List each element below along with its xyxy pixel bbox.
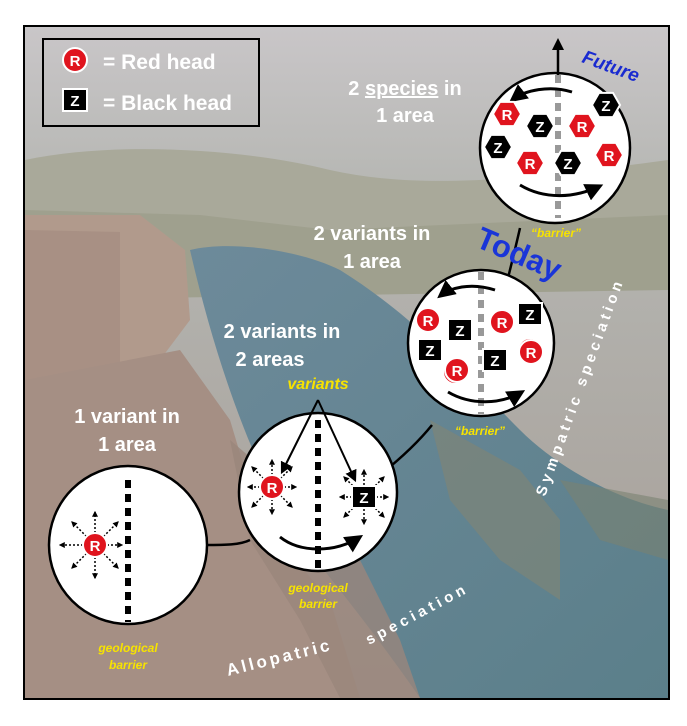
black-head-species-token: Z — [482, 133, 514, 161]
outer-frame — [23, 25, 670, 700]
variants-two-areas-label: 2 variants in 2 areas — [224, 321, 341, 371]
red-head-species-token: R — [593, 141, 625, 169]
black-head-token: Z — [417, 338, 443, 362]
barrier-label-today: “barrier” — [455, 424, 505, 438]
circle-two-areas: R Z — [237, 411, 399, 573]
legend-black-label: = Black head — [103, 92, 232, 115]
geological-barrier-label-1: geological barrier — [97, 641, 158, 672]
svg-text:barrier: barrier — [109, 658, 148, 672]
svg-text:R: R — [267, 480, 278, 497]
red-head-token: R — [518, 339, 544, 365]
variants-one-area-label: 2 variants in 1 area — [314, 223, 431, 273]
svg-text:1 area: 1 area — [376, 105, 435, 127]
black-head-token: Z — [517, 302, 543, 326]
svg-text:R: R — [604, 148, 615, 165]
svg-text:R: R — [577, 119, 588, 136]
svg-text:Z: Z — [601, 98, 610, 115]
geological-barrier-label-2: geological barrier — [287, 581, 348, 611]
svg-text:Z: Z — [563, 156, 572, 173]
svg-text:R: R — [70, 53, 81, 70]
svg-text:Z: Z — [490, 353, 499, 370]
red-head-token: R — [444, 357, 470, 383]
svg-text:Z: Z — [535, 119, 544, 136]
svg-text:R: R — [502, 107, 513, 124]
variants-label: variants — [287, 376, 348, 393]
species-label: 2 species in 1 area — [348, 78, 461, 127]
svg-text:geological: geological — [97, 641, 158, 655]
svg-text:Z: Z — [493, 140, 502, 157]
red-head-token: R — [415, 307, 441, 333]
svg-text:1 variant in: 1 variant in — [74, 406, 180, 428]
svg-text:1 area: 1 area — [98, 434, 157, 456]
svg-text:R: R — [525, 156, 536, 173]
red-head-species-token: R — [514, 149, 546, 177]
legend-red-label: = Red head — [103, 51, 216, 74]
one-variant-label: 1 variant in 1 area — [74, 406, 180, 456]
token-layer: RRRRRRRRZZZZRZRZZRZR — [415, 91, 625, 385]
black-head-token: Z — [482, 348, 508, 372]
black-head-species-token: Z — [552, 149, 584, 177]
circle-one-variant: R — [47, 464, 209, 626]
svg-text:R: R — [497, 315, 508, 332]
svg-text:R: R — [90, 538, 101, 555]
svg-text:barrier: barrier — [299, 597, 338, 611]
svg-text:2 areas: 2 areas — [236, 349, 305, 371]
red-head-token: R — [489, 309, 515, 335]
svg-text:Z: Z — [359, 490, 368, 507]
svg-text:Z: Z — [425, 343, 434, 360]
svg-text:R: R — [423, 313, 434, 330]
svg-text:R: R — [526, 345, 537, 362]
variants-arrows — [280, 399, 357, 483]
black-head-token: Z — [351, 485, 377, 509]
red-head-species-token: R — [566, 112, 598, 140]
red-head-token: R — [259, 474, 285, 500]
svg-text:Z: Z — [455, 323, 464, 340]
svg-text:Z: Z — [70, 93, 79, 110]
svg-text:2 variants in: 2 variants in — [224, 321, 341, 343]
future-arrow — [552, 38, 564, 75]
black-head-species-token: Z — [524, 112, 556, 140]
svg-text:2 species in: 2 species in — [348, 78, 461, 100]
legend-box — [42, 38, 260, 127]
svg-text:Z: Z — [525, 307, 534, 324]
red-head-token: R — [82, 532, 108, 558]
svg-text:2 variants in: 2 variants in — [314, 223, 431, 245]
svg-text:R: R — [452, 363, 463, 380]
barrier-label-future: “barrier” — [531, 226, 581, 240]
svg-text:1 area: 1 area — [343, 251, 402, 273]
black-head-token: Z — [447, 318, 473, 342]
svg-text:geological: geological — [287, 581, 348, 595]
legend: R = Red head Z = Black head — [42, 38, 260, 127]
legend-red-token: R — [62, 47, 88, 73]
red-head-species-token: R — [491, 100, 523, 128]
legend-black-token: Z — [62, 88, 88, 112]
black-head-species-token: Z — [590, 91, 622, 119]
